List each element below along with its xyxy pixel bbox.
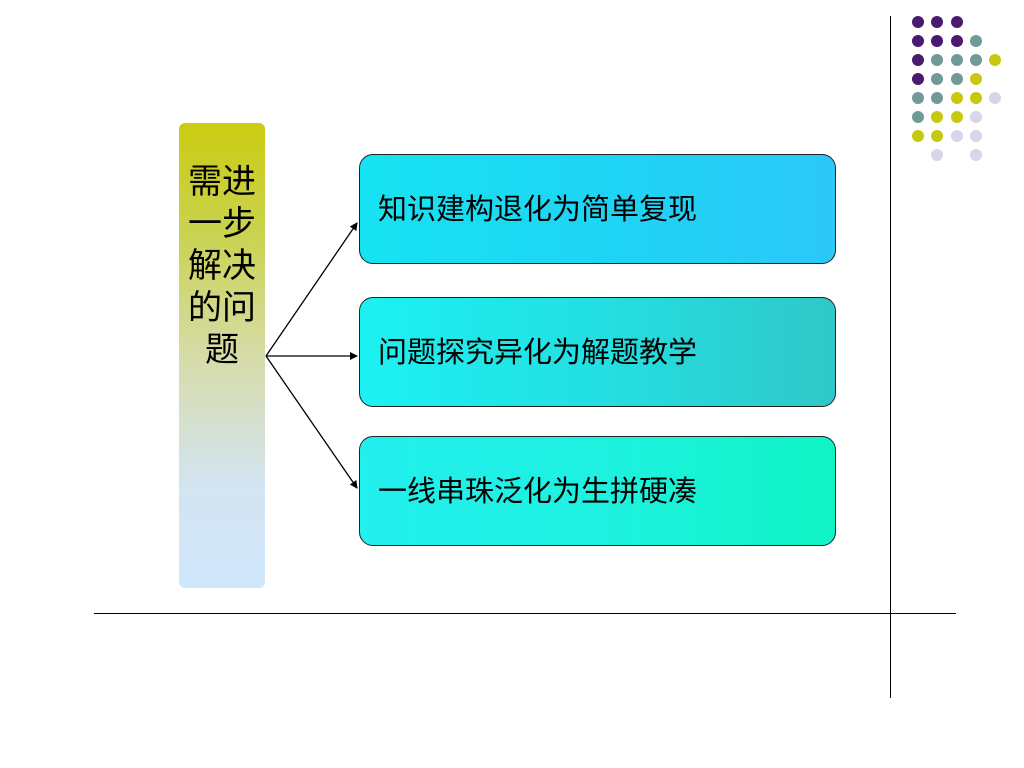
issue-box-3-label: 一线串珠泛化为生拼硬凑 (378, 474, 698, 508)
decorative-dot (912, 92, 924, 104)
decorative-dot (970, 149, 982, 161)
decorative-dot (989, 92, 1001, 104)
decorative-dot (931, 149, 943, 161)
decorative-dot (989, 54, 1001, 66)
decorative-dot (951, 54, 963, 66)
issue-box-1: 知识建构退化为简单复现 (359, 154, 836, 264)
issue-box-1-label: 知识建构退化为简单复现 (378, 192, 698, 226)
decorative-dot (951, 16, 963, 28)
decorative-dot (931, 92, 943, 104)
arrow-to-box-1 (265, 222, 358, 357)
decorative-dot (912, 111, 924, 123)
decorative-dot (970, 111, 982, 123)
issue-box-2-label: 问题探究异化为解题教学 (378, 335, 698, 369)
decorative-dot (951, 92, 963, 104)
decorative-dot (931, 130, 943, 142)
issue-box-3: 一线串珠泛化为生拼硬凑 (359, 436, 836, 546)
decorative-dot-grid (0, 0, 1024, 180)
problem-title-text: 需进一步解决的问题 (188, 162, 256, 370)
decorative-dot (912, 54, 924, 66)
decorative-dot (970, 92, 982, 104)
decorative-dot (931, 16, 943, 28)
problem-title-box: 需进一步解决的问题 (179, 123, 265, 588)
decorative-dot (951, 111, 963, 123)
decorative-dot (970, 130, 982, 142)
decorative-dot (912, 16, 924, 28)
decorative-dot (931, 73, 943, 85)
decorative-dot (970, 35, 982, 47)
decorative-dot (912, 35, 924, 47)
decorative-dot (970, 54, 982, 66)
decorative-dot (970, 73, 982, 85)
decorative-dot (951, 130, 963, 142)
vertical-divider-line (890, 16, 891, 698)
decorative-dot (931, 35, 943, 47)
decorative-dot (951, 73, 963, 85)
decorative-dot (951, 35, 963, 47)
decorative-dot (931, 54, 943, 66)
arrow-to-box-3 (265, 355, 358, 489)
issue-box-2: 问题探究异化为解题教学 (359, 297, 836, 407)
horizontal-divider-line (94, 613, 956, 614)
decorative-dot (912, 130, 924, 142)
decorative-dot (912, 73, 924, 85)
decorative-dot (931, 111, 943, 123)
